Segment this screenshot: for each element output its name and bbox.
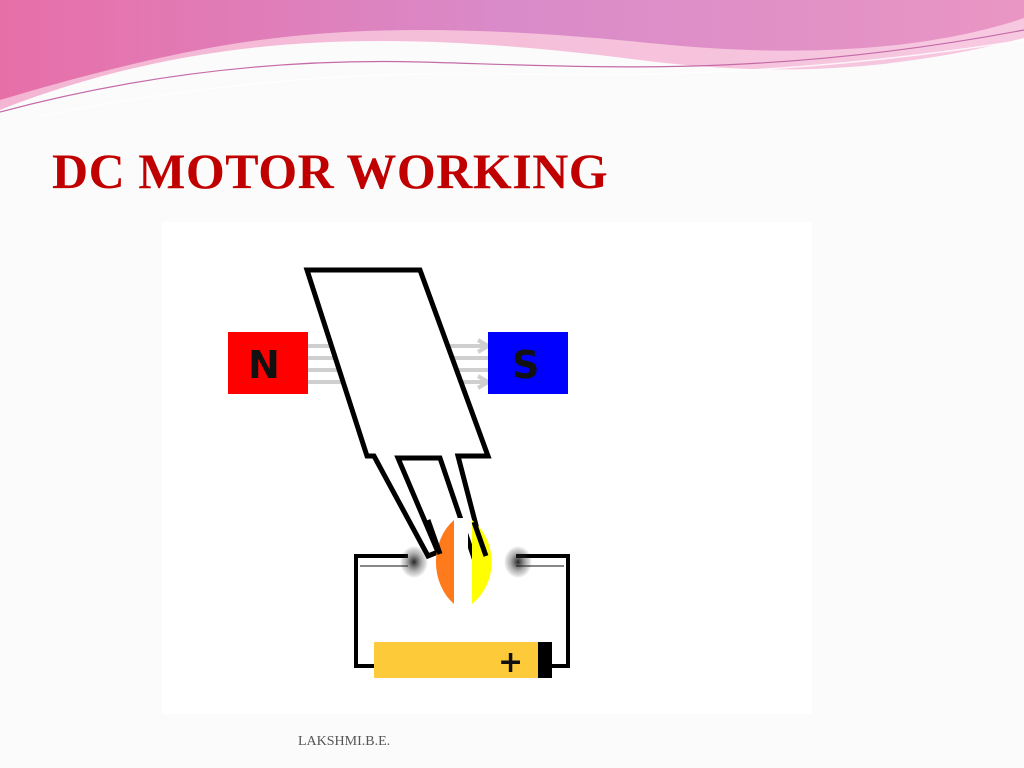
battery-plus-label: + (498, 645, 523, 680)
dc-motor-svg: N S + (228, 267, 570, 680)
dc-motor-diagram: N S + (162, 222, 812, 714)
header-wave-line-2 (39, 39, 1024, 117)
armature-coil (303, 267, 492, 561)
south-pole-label: S (512, 343, 539, 387)
left-brush (400, 546, 428, 578)
battery-terminal (538, 642, 552, 678)
footer-author: LAKSHMI.B.E. (298, 734, 391, 749)
south-pole-magnet (488, 332, 568, 394)
commutator-right-segment (472, 520, 492, 604)
coil-lead-right (471, 521, 489, 557)
north-pole-magnet (228, 332, 308, 394)
header-wave-line (0, 29, 1024, 113)
header-wave-decoration (0, 0, 1024, 117)
slide-title: DC MOTOR WORKING (52, 143, 609, 199)
commutator-left-segment (435, 520, 454, 604)
coil-lead-left (425, 519, 443, 555)
right-brush (504, 546, 532, 578)
battery-body (374, 642, 538, 678)
header-wave-front (0, 0, 1024, 100)
north-pole-label: N (248, 343, 280, 387)
